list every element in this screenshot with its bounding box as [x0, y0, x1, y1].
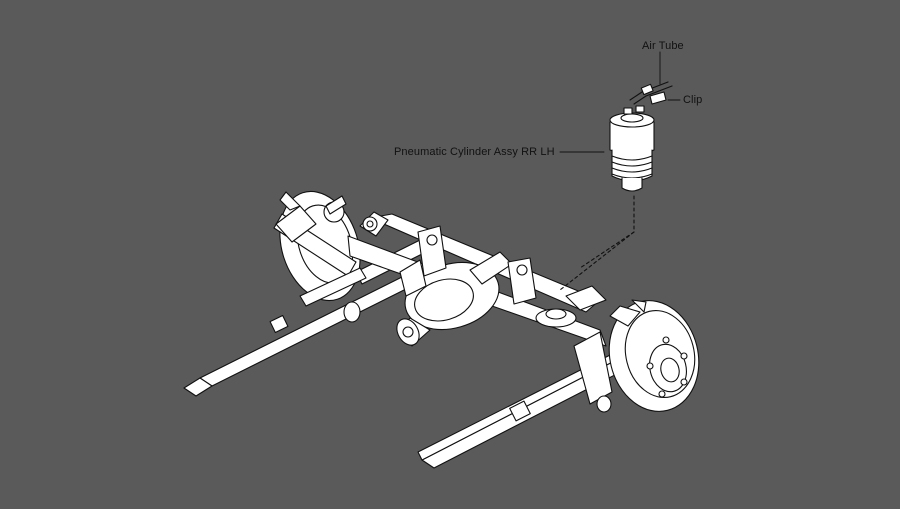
- clip: [649, 91, 667, 105]
- pneumatic-cylinder: [609, 105, 655, 192]
- lower-trailing-arms: [299, 267, 613, 413]
- leader-lines: [559, 51, 681, 153]
- differential: [396, 251, 513, 347]
- air-spring-seat: [535, 285, 607, 328]
- install-path: [559, 195, 635, 291]
- pneumatic-cylinder-callout: Pneumatic Cylinder Assy RR LH: [394, 146, 555, 158]
- air-tube: [629, 81, 673, 105]
- air-tube-callout: Air Tube: [642, 40, 684, 52]
- clip-callout: Clip: [683, 94, 703, 106]
- right-brake-rotor: [608, 299, 700, 412]
- frame-rail-left: [183, 263, 441, 397]
- upper-link-brackets: [399, 225, 537, 305]
- drive-shaft: [275, 205, 317, 243]
